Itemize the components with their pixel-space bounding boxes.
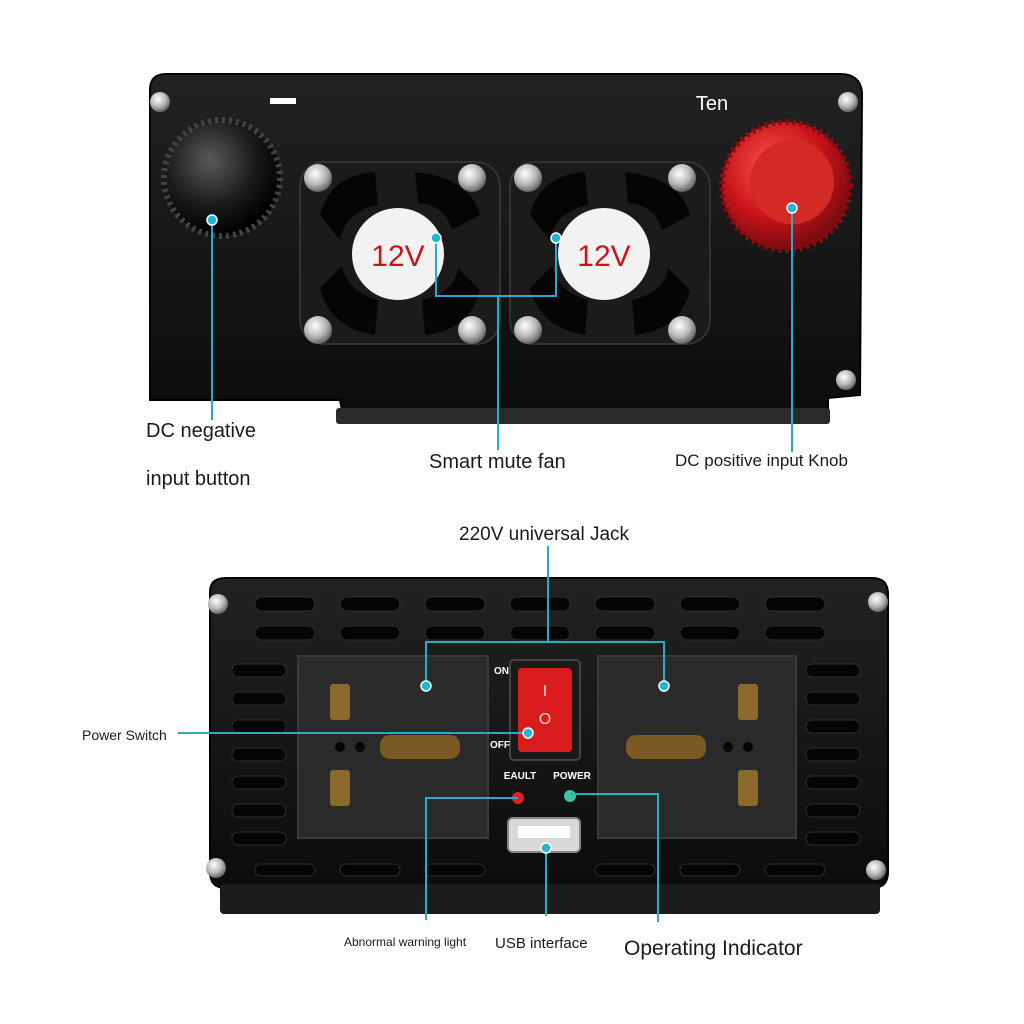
jack-label: 220V universal Jack <box>459 524 630 545</box>
fault-label: EAULT <box>504 771 537 782</box>
usb-label: USB interface <box>495 935 588 952</box>
fan-right-label-disc <box>558 208 650 300</box>
power-switch <box>509 659 581 761</box>
minus-mark <box>270 98 296 104</box>
plus-mark-label: Ten <box>696 93 728 115</box>
socket-left <box>297 655 489 839</box>
bottom-panel-base <box>220 884 880 914</box>
dc-positive-knob <box>719 119 853 253</box>
power-led <box>564 790 576 802</box>
warning-light-label: Abnormal warning light <box>344 935 467 949</box>
top-panel <box>149 73 864 424</box>
power-label: POWER <box>553 771 592 782</box>
switch-off-label: OFF <box>490 740 510 751</box>
switch-symbol-off: O <box>539 711 551 728</box>
callout-dots <box>206 202 798 854</box>
fan-screws <box>304 164 696 344</box>
smart-fan-label: Smart mute fan <box>429 451 566 473</box>
switch-on-label: ON <box>494 666 509 677</box>
fan-left <box>299 161 501 345</box>
fan-left-label: 12V <box>371 240 424 273</box>
callout-lines <box>178 208 793 922</box>
dc-negative-label-line1: DC negative <box>146 420 257 442</box>
top-panel-base <box>336 408 830 424</box>
dc-negative-label-line2: input button <box>146 468 251 490</box>
top-corner-screws <box>150 92 858 390</box>
switch-symbol-on: I <box>543 683 547 700</box>
bottom-corner-screws <box>206 592 888 880</box>
vent-slots <box>231 596 861 877</box>
bottom-panel <box>206 577 889 914</box>
fan-left-label-disc <box>352 208 444 300</box>
power-switch-label: Power Switch <box>82 727 167 743</box>
fan-right-label: 12V <box>577 240 630 273</box>
fan-right <box>509 161 711 345</box>
socket-right <box>597 655 797 839</box>
top-panel-face <box>149 73 864 419</box>
operating-indicator-label: Operating Indicator <box>624 937 803 960</box>
dc-negative-knob <box>161 117 283 239</box>
dc-positive-label: DC positive input Knob <box>675 451 848 470</box>
